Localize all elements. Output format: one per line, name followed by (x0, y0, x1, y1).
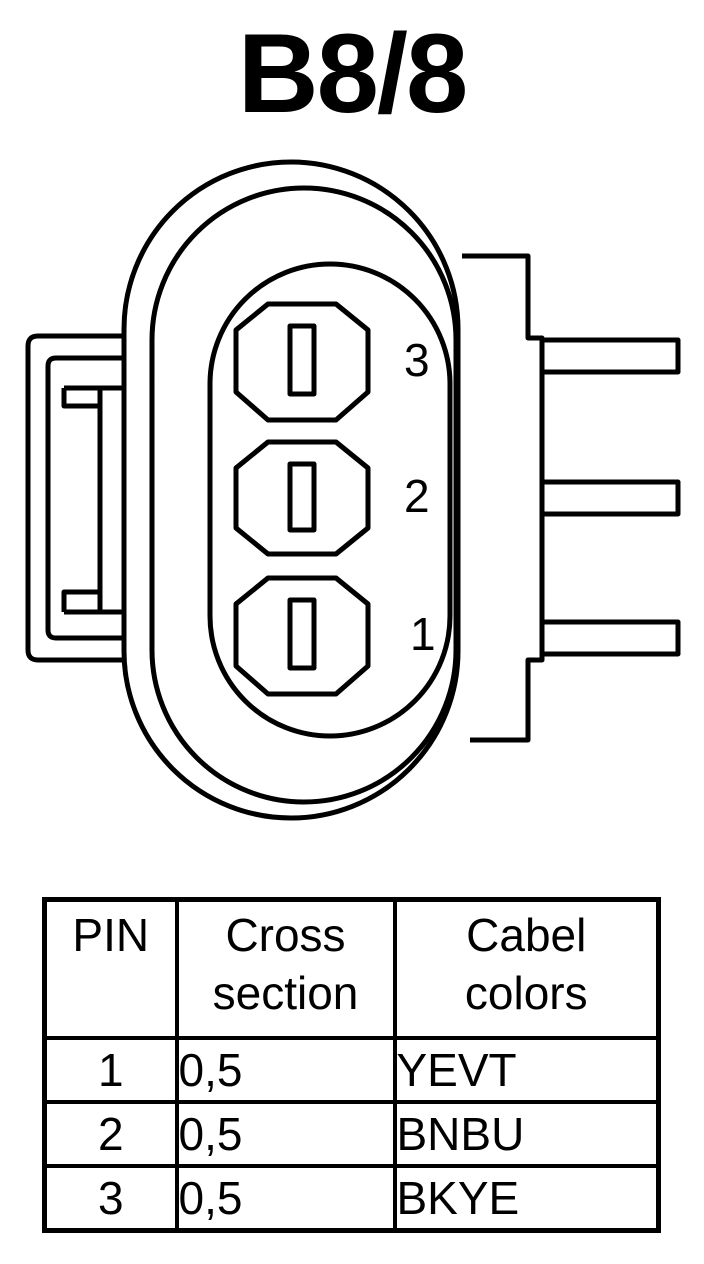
terminal-2 (542, 479, 681, 517)
cell-cross-section: 0,5 (174, 1036, 397, 1104)
table-row: 3 0,5 BKYE (42, 1164, 661, 1233)
pin-number-3: 3 (404, 334, 430, 386)
header-cross-section: Cross section (174, 897, 397, 1040)
pin-contact-3 (287, 323, 317, 397)
cell-cross-section: 0,5 (174, 1100, 397, 1168)
pin-contact-2 (287, 461, 317, 533)
header-pin: PIN (42, 897, 179, 1040)
latch-hook-top (61, 388, 100, 409)
table-row: 1 0,5 YEVT (42, 1036, 661, 1104)
cell-cross-section: 0,5 (174, 1164, 397, 1233)
terminal-3 (542, 337, 681, 375)
cell-color: YEVT (392, 1036, 661, 1104)
middle-shell (149, 185, 459, 805)
right-housing (462, 253, 545, 743)
pin-socket-3 (233, 301, 371, 423)
pin-number-2: 2 (404, 470, 430, 522)
connector-title: B8/8 (237, 11, 469, 136)
terminal-1 (542, 619, 681, 657)
cell-pin: 1 (42, 1036, 179, 1104)
pin-table: PIN Cross section Cabel colors 1 0,5 YEV… (42, 897, 661, 1233)
header-cable-colors: Cabel colors (392, 897, 661, 1040)
pin-number-1: 1 (410, 608, 436, 660)
latch-inner (45, 355, 152, 641)
connector-diagram: 3 2 1 (25, 159, 681, 821)
cell-color: BNBU (392, 1100, 661, 1168)
cell-pin: 3 (42, 1164, 179, 1233)
table-row: 2 0,5 BNBU (42, 1100, 661, 1168)
latch-hook-bottom (61, 589, 100, 612)
table-header-row: PIN Cross section Cabel colors (42, 897, 661, 1040)
pin-cavity (207, 261, 453, 739)
pin-socket-2 (233, 439, 371, 557)
pin-socket-1 (233, 575, 371, 697)
left-latch (25, 333, 140, 663)
pin-contact-1 (287, 597, 317, 671)
cell-pin: 2 (42, 1100, 179, 1168)
cell-color: BKYE (392, 1164, 661, 1233)
